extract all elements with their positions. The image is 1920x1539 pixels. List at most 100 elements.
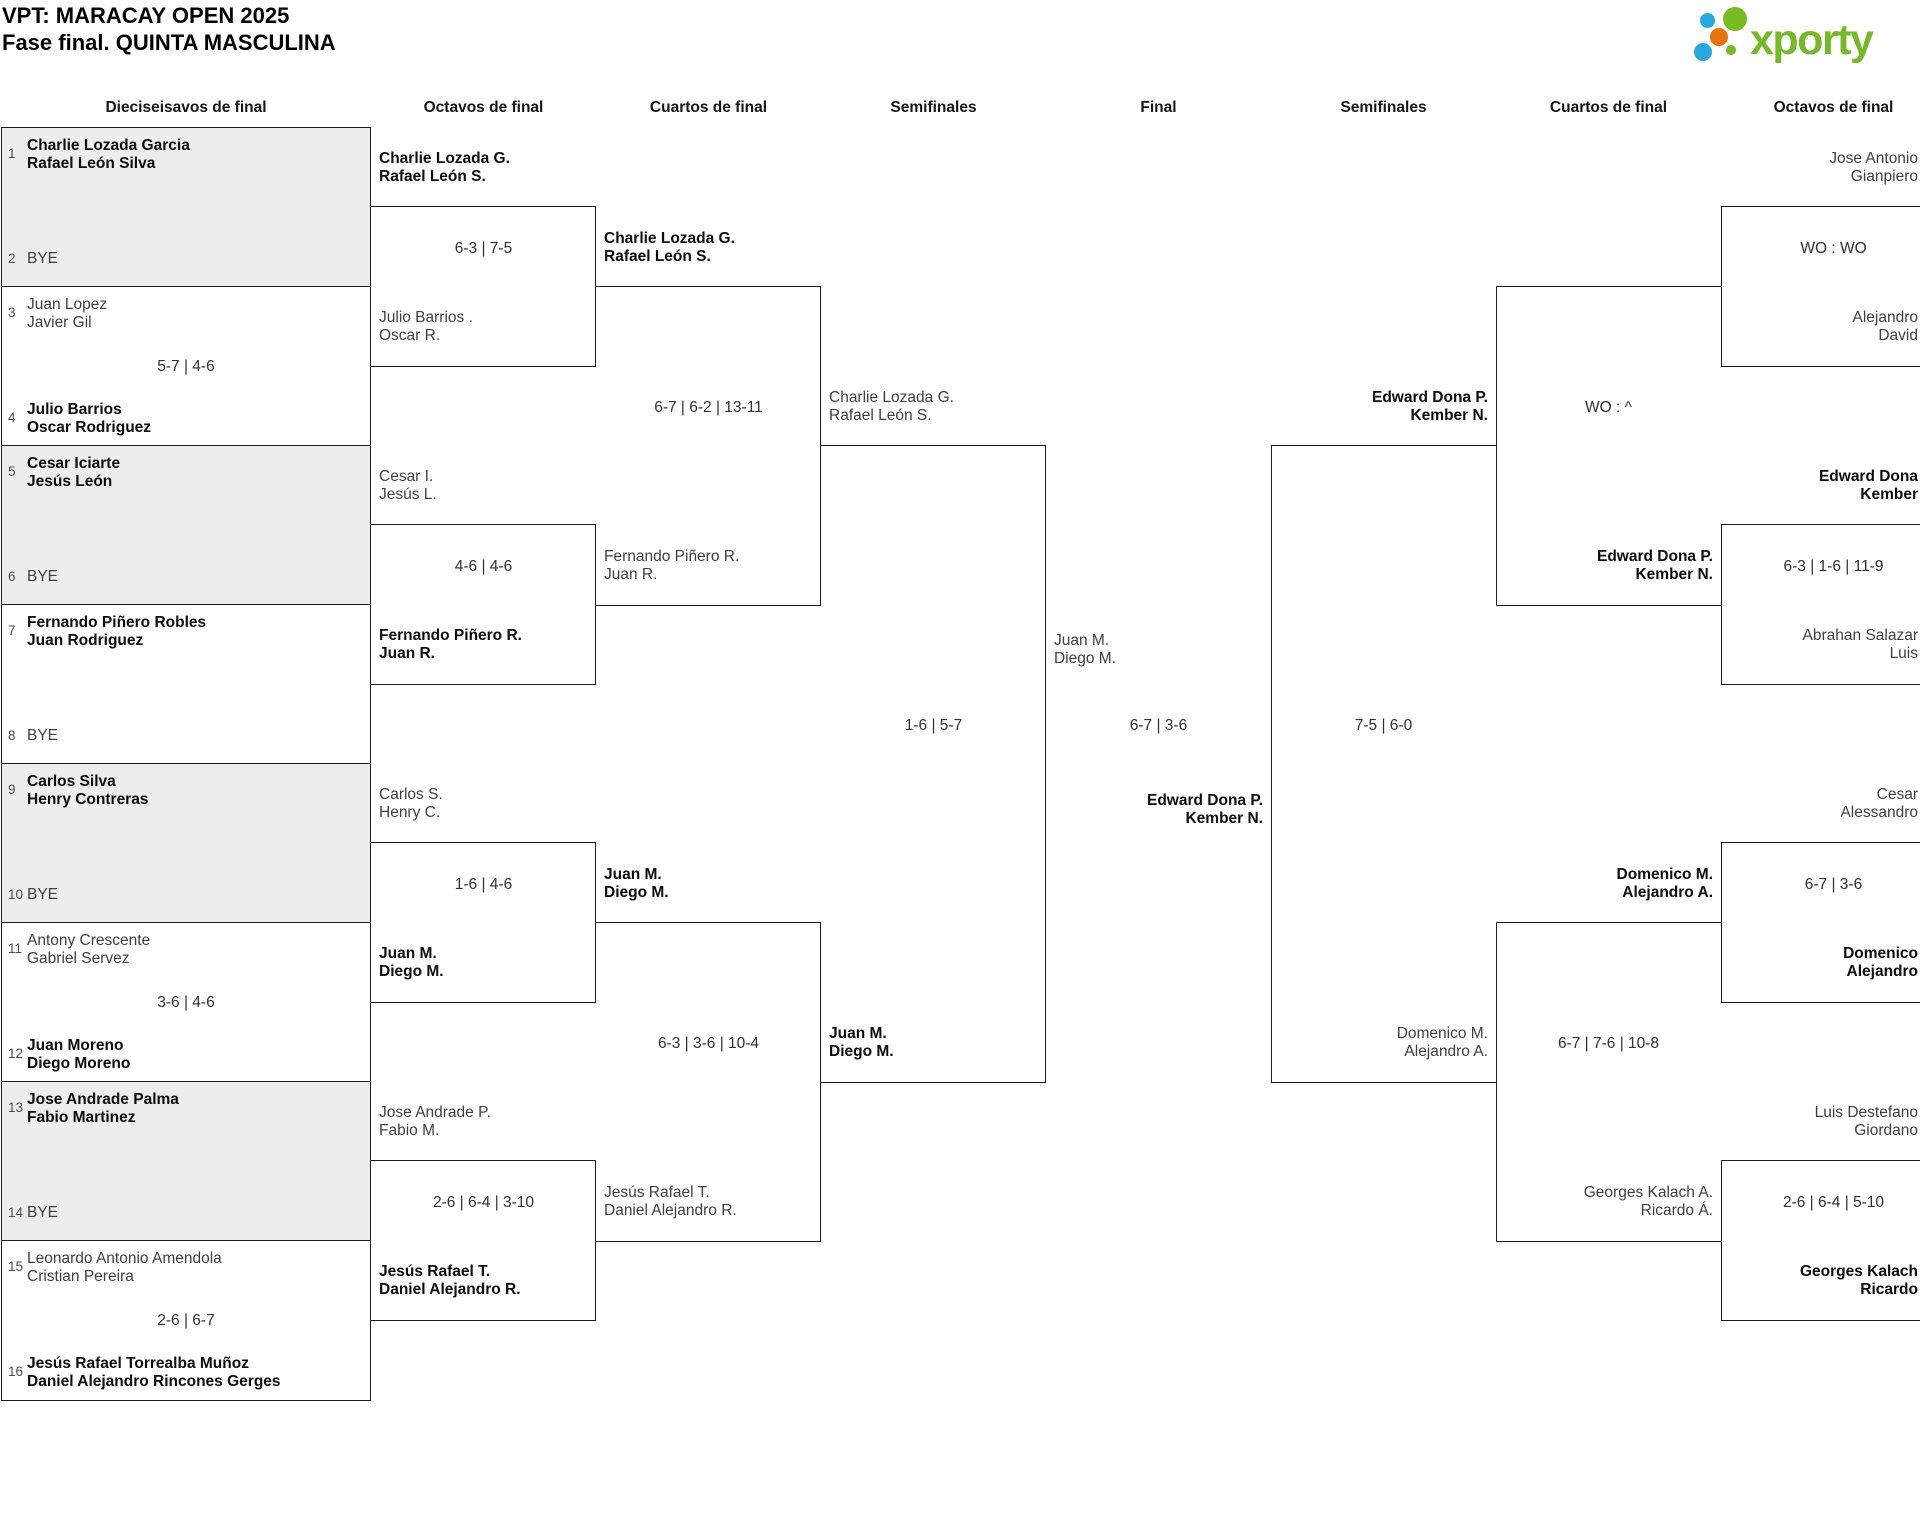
team-name-bye: BYE bbox=[27, 727, 59, 744]
seed-number: 14 bbox=[8, 1205, 24, 1220]
bracket-connector-r16-right-2 bbox=[1721, 524, 1920, 685]
match-score: WO : ^ bbox=[1585, 399, 1632, 416]
team-name: Jose Andrade P.Fabio M. bbox=[379, 1104, 491, 1139]
column-header-qf-left: Cuartos de final bbox=[649, 99, 768, 116]
team-name: Jesús Rafael T.Daniel Alejandro R. bbox=[604, 1184, 737, 1219]
seed-number: 3 bbox=[8, 305, 16, 320]
team-name: Juan M.Diego M. bbox=[604, 866, 669, 901]
seed-number: 10 bbox=[8, 887, 24, 902]
team-name: Fernando Piñero R.Juan R. bbox=[379, 627, 522, 662]
seed-number: 2 bbox=[8, 251, 16, 266]
bracket-connector-sf-right bbox=[1271, 445, 1496, 1083]
match-score: 5-7 | 4-6 bbox=[157, 358, 215, 375]
team-name: Domenico M.Alejandro A. bbox=[1616, 866, 1713, 901]
match-box-r32-8 bbox=[1, 1240, 371, 1401]
match-box-r32-3 bbox=[1, 445, 371, 606]
team-name: Domenico M.Alejandro A. bbox=[1396, 1025, 1488, 1060]
team-name: Cesar I.Jesús L. bbox=[379, 468, 437, 503]
tournament-title: VPT: MARACAY OPEN 2025 bbox=[2, 3, 290, 28]
team-name-champion: Edward Dona P.Kember N. bbox=[1147, 792, 1263, 827]
match-score: 6-3 | 3-6 | 10-4 bbox=[657, 1035, 760, 1052]
team-name-bye: BYE bbox=[27, 886, 59, 903]
column-header-sf-right: Semifinales bbox=[1340, 99, 1427, 116]
match-score: 6-7 | 6-2 | 13-11 bbox=[654, 399, 763, 416]
match-score: 6-3 | 1-6 | 11-9 bbox=[1783, 558, 1884, 575]
match-score-final: 6-7 | 3-6 bbox=[1129, 717, 1188, 734]
team-name: Georges Kalach A.Ricardo Á. bbox=[1583, 1184, 1713, 1219]
team-name: Edward Dona P.Kember N. bbox=[1597, 548, 1713, 583]
match-score: WO : WO bbox=[1800, 240, 1867, 257]
team-name: Juan M.Diego M. bbox=[379, 945, 444, 980]
match-box-r32-2 bbox=[1, 286, 371, 447]
match-score: 3-6 | 4-6 bbox=[157, 994, 215, 1011]
bracket-connector-r16-left-2 bbox=[371, 524, 596, 685]
team-name-bye: BYE bbox=[27, 250, 59, 267]
bracket-connector-qf-right-2 bbox=[1496, 922, 1721, 1242]
team-name-bye: BYE bbox=[27, 568, 59, 585]
column-header-r16-left: Octavos de final bbox=[423, 99, 544, 116]
seed-number: 5 bbox=[8, 464, 16, 479]
seed-number: 15 bbox=[8, 1259, 24, 1274]
team-name: Charlie Lozada G.Rafael León S. bbox=[829, 389, 954, 424]
logo-dot-blue-big bbox=[1694, 43, 1712, 61]
match-box-r32-6 bbox=[1, 922, 371, 1083]
column-header-r16-right: Octavos de final bbox=[1773, 99, 1894, 116]
team-name: Jesús Rafael T.Daniel Alejandro R. bbox=[379, 1263, 521, 1298]
seed-number: 11 bbox=[8, 941, 23, 956]
team-name: Juan M.Diego M. bbox=[829, 1025, 894, 1060]
bracket-connector-qf-left-2 bbox=[596, 922, 821, 1242]
team-name: Julio Barrios .Oscar R. bbox=[379, 309, 473, 344]
logo-dot-blue-small bbox=[1700, 13, 1715, 28]
match-score: 1-6 | 5-7 bbox=[904, 717, 963, 734]
column-header-sf-left: Semifinales bbox=[890, 99, 977, 116]
column-header-r32-left: Dieciseisavos de final bbox=[105, 99, 267, 116]
match-box-r32-1 bbox=[1, 127, 371, 288]
logo-text: xporty bbox=[1750, 16, 1874, 64]
team-name: Juan M.Diego M. bbox=[1054, 632, 1117, 667]
seed-number: 16 bbox=[8, 1364, 24, 1379]
bracket-connector-qf-right-1 bbox=[1496, 286, 1721, 606]
seed-number: 6 bbox=[8, 569, 16, 584]
logo-dot-orange bbox=[1710, 28, 1728, 46]
match-score: 4-6 | 4-6 bbox=[454, 558, 513, 575]
match-score: 6-7 | 7-6 | 10-8 bbox=[1557, 1035, 1660, 1052]
bracket-connector-r16-right-4 bbox=[1721, 1160, 1920, 1321]
team-name-bye: BYE bbox=[27, 1204, 59, 1221]
seed-number: 8 bbox=[8, 728, 16, 743]
bracket-connector-r16-left-3 bbox=[371, 842, 596, 1003]
team-name: Carlos S.Henry C. bbox=[379, 786, 443, 821]
logo-dot-green-small bbox=[1726, 45, 1736, 55]
bracket-connector-qf-left-1 bbox=[596, 286, 821, 606]
bracket-connector-r16-left-4 bbox=[371, 1160, 596, 1321]
seed-number: 1 bbox=[8, 146, 16, 161]
stage-subtitle: Fase final. QUINTA MASCULINA bbox=[2, 30, 336, 55]
match-score: 2-6 | 6-4 | 5-10 bbox=[1782, 1194, 1885, 1211]
match-score: 1-6 | 4-6 bbox=[454, 876, 513, 893]
column-header-qf-right: Cuartos de final bbox=[1549, 99, 1668, 116]
seed-number: 7 bbox=[8, 623, 16, 638]
team-name: Charlie Lozada G.Rafael León S. bbox=[604, 230, 735, 265]
team-name: Fernando Piñero R.Juan R. bbox=[604, 548, 740, 583]
seed-number: 12 bbox=[8, 1046, 24, 1061]
match-score: 6-7 | 3-6 bbox=[1804, 876, 1863, 893]
seed-number: 9 bbox=[8, 782, 16, 797]
seed-number: 4 bbox=[8, 410, 16, 425]
